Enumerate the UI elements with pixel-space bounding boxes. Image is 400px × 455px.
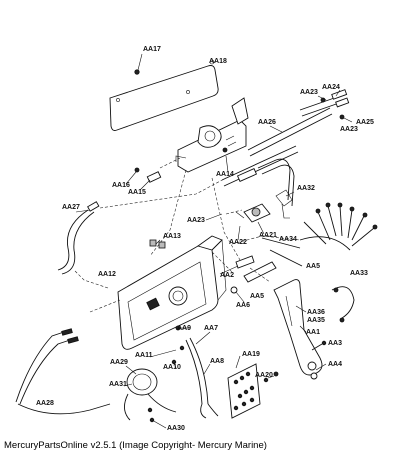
- label-AA7: AA7: [204, 325, 218, 332]
- label-AA19: AA19: [242, 351, 260, 358]
- label-AA11: AA11: [135, 352, 153, 359]
- remote-control-housing: [117, 235, 233, 350]
- lead-wires: [15, 328, 111, 415]
- label-AA16: AA16: [112, 182, 130, 189]
- label-AA36: AA36: [307, 309, 325, 316]
- small-nut: [149, 239, 166, 249]
- label-AA23-mid: AA23: [187, 217, 205, 224]
- wire-leads: [185, 337, 219, 419]
- label-AA24: AA24: [322, 84, 340, 91]
- label-AA34: AA34: [279, 236, 297, 243]
- label-AA35: AA35: [307, 317, 325, 324]
- label-AA29: AA29: [110, 359, 128, 366]
- label-AA4: AA4: [328, 361, 342, 368]
- fasteners: [311, 340, 327, 351]
- label-AA12: AA12: [98, 271, 116, 278]
- part-labels: AA17 AA18 AA24 AA23 AA25 AA23 AA26 AA16 …: [36, 46, 374, 432]
- label-AA15: AA15: [128, 189, 146, 196]
- label-AA28: AA28: [36, 400, 54, 407]
- mounting-plate: [109, 59, 219, 131]
- label-AA33: AA33: [350, 270, 368, 277]
- label-AA2: AA2: [220, 272, 234, 279]
- assembly-leader-lines: [73, 157, 301, 313]
- control-handle: [273, 279, 323, 380]
- label-AA14: AA14: [216, 171, 234, 178]
- copyright-caption: MercuryPartsOnline v2.5.1 (Image Copyrig…: [4, 440, 267, 451]
- label-AA5-mid: AA5: [250, 293, 264, 300]
- shaft-parts: [230, 255, 277, 294]
- label-AA6: AA6: [236, 302, 250, 309]
- label-AA18: AA18: [209, 58, 227, 65]
- label-AA21: AA21: [259, 232, 277, 239]
- label-AA13: AA13: [163, 233, 181, 240]
- small-bushings: [134, 167, 162, 183]
- label-AA17: AA17: [143, 46, 161, 53]
- label-AA32: AA32: [297, 185, 315, 192]
- label-AA30: AA30: [167, 425, 185, 432]
- label-AA27: AA27: [62, 204, 80, 211]
- terminal-block: [227, 363, 261, 419]
- label-leaders: [75, 53, 353, 429]
- label-AA23-top: AA23: [300, 89, 318, 96]
- label-AA9: AA9: [177, 325, 191, 332]
- label-AA22: AA22: [229, 239, 247, 246]
- label-AA5-right: AA5: [306, 263, 320, 270]
- label-AA25: AA25: [356, 119, 374, 126]
- label-AA26: AA26: [258, 119, 276, 126]
- ignition-switch: [235, 189, 293, 223]
- label-AA1: AA1: [306, 329, 320, 336]
- harness-cable: [57, 201, 100, 275]
- control-mechanism-bracket: [175, 97, 249, 173]
- wiring-harness: [261, 202, 378, 323]
- label-AA23-right: AA23: [340, 126, 358, 133]
- label-AA20: AA20: [255, 372, 273, 379]
- control-cables: [221, 89, 350, 207]
- label-AA3: AA3: [328, 340, 342, 347]
- label-AA8: AA8: [210, 358, 224, 365]
- trim-gauge: [124, 368, 177, 421]
- label-AA10: AA10: [163, 364, 181, 371]
- label-AA31: AA31: [109, 381, 127, 388]
